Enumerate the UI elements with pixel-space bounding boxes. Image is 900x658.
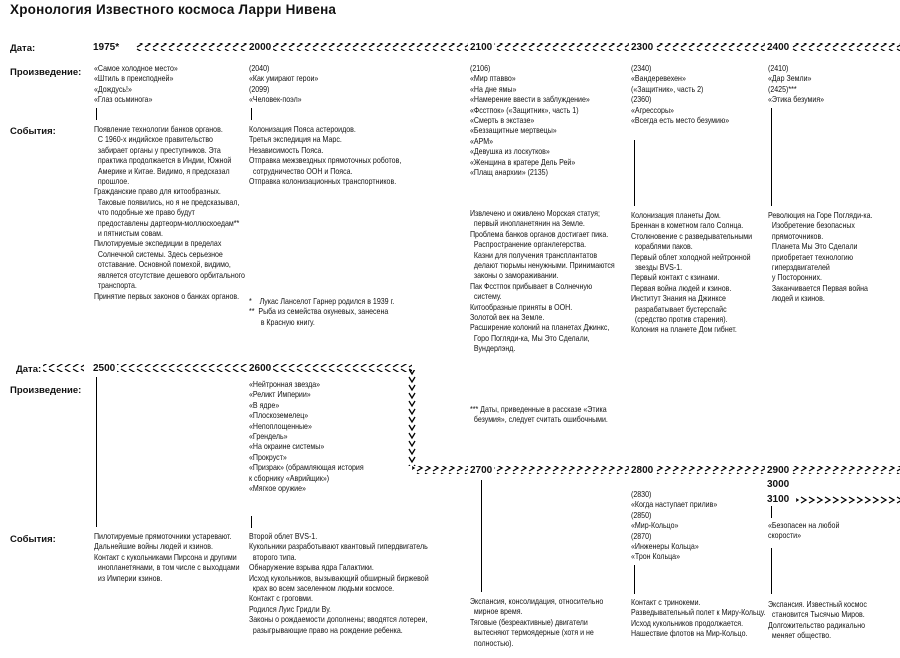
works-2100: (2106) «Мир птавво» «На дне ямы» «Намере…: [470, 64, 590, 178]
events-2300: Колонизация планеты Дом. Бреннан в комет…: [631, 211, 753, 335]
year-2700: 2700: [468, 465, 495, 476]
year-3100: 3100: [767, 494, 790, 505]
connector-3100: [771, 548, 772, 594]
year-1975: 1975*: [91, 42, 122, 53]
works-2000: (2040) «Как умирают герои» (2099) «Челов…: [249, 64, 319, 105]
connector-2700: [481, 480, 482, 592]
timeline-arrow-row3: [412, 466, 900, 474]
works-2600: «Нейтронная звезда» «Реликт Империи» «В …: [249, 380, 364, 494]
year-2400: 2400: [765, 42, 792, 53]
label-date-2: Дата:: [14, 364, 44, 375]
connector-2400: [771, 108, 772, 206]
events-2000: Колонизация Пояса астероидов. Третья экс…: [249, 125, 402, 187]
works-2800: (2830) «Когда наступает прилив» (2850) «…: [631, 490, 718, 562]
year-2900: 2900: [765, 465, 792, 476]
works-3100: «Безопасен на любой скорости»: [768, 521, 840, 541]
connector-2500: [96, 377, 97, 527]
label-date: Дата:: [10, 43, 36, 54]
events-2700: Экспансия, консолидация, относительно ми…: [470, 597, 604, 648]
connector-3100-top: [771, 506, 772, 518]
label-events-2: События:: [10, 534, 56, 545]
label-events: События:: [10, 126, 56, 137]
label-work-2: Произведение:: [10, 385, 82, 396]
year-2800: 2800: [629, 465, 656, 476]
connector-2000: [251, 108, 252, 120]
events-2100: Извлечено и оживлено Морская статуя; пер…: [470, 209, 615, 354]
year-2000: 2000: [247, 42, 274, 53]
timeline-arrow-row1: [135, 43, 900, 51]
label-work: Произведение:: [10, 67, 82, 78]
connector-1975: [96, 108, 97, 120]
connector-2600: [251, 516, 252, 528]
year-2500: 2500: [91, 363, 118, 374]
footnotes: * Лукас Ланселот Гарнер родился в 1939 г…: [249, 297, 395, 327]
year-2100: 2100: [468, 42, 495, 53]
works-2400: (2410) «Дар Земли» (2425)*** «Этика безу…: [768, 64, 825, 105]
connector-2800: [634, 565, 635, 594]
page-title: Хронология Известного космоса Ларри Ниве…: [10, 2, 337, 17]
events-3100: Экспансия. Известный космос становится Т…: [768, 600, 867, 641]
timeline-arrow-row2-start: [14, 364, 84, 372]
events-1975: Появление технологии банков органов. С 1…: [94, 125, 245, 301]
year-3000: 3000: [765, 479, 792, 490]
events-2500: Пилотируемые прямоточники устаревают. Да…: [94, 532, 240, 583]
connector-2300: [634, 140, 635, 206]
events-2600: Второй облет BVS-1. Кукольники разработы…: [249, 532, 429, 635]
works-1975: «Самое холодное место» «Штиль в преиспод…: [94, 64, 178, 105]
year-2600: 2600: [247, 363, 274, 374]
works-2300: (2340) «Вандеревехен» («Защитник», часть…: [631, 64, 730, 126]
year-2300: 2300: [629, 42, 656, 53]
timeline-arrow-row2-down: [408, 370, 416, 466]
events-2400: Революция на Горе Погляди-ка. Изобретени…: [768, 211, 873, 304]
events-2800: Контакт с тринокеми. Разведывательный по…: [631, 598, 766, 639]
footnote-dates: *** Даты, приведенные в рассказе «Этика …: [470, 405, 608, 425]
